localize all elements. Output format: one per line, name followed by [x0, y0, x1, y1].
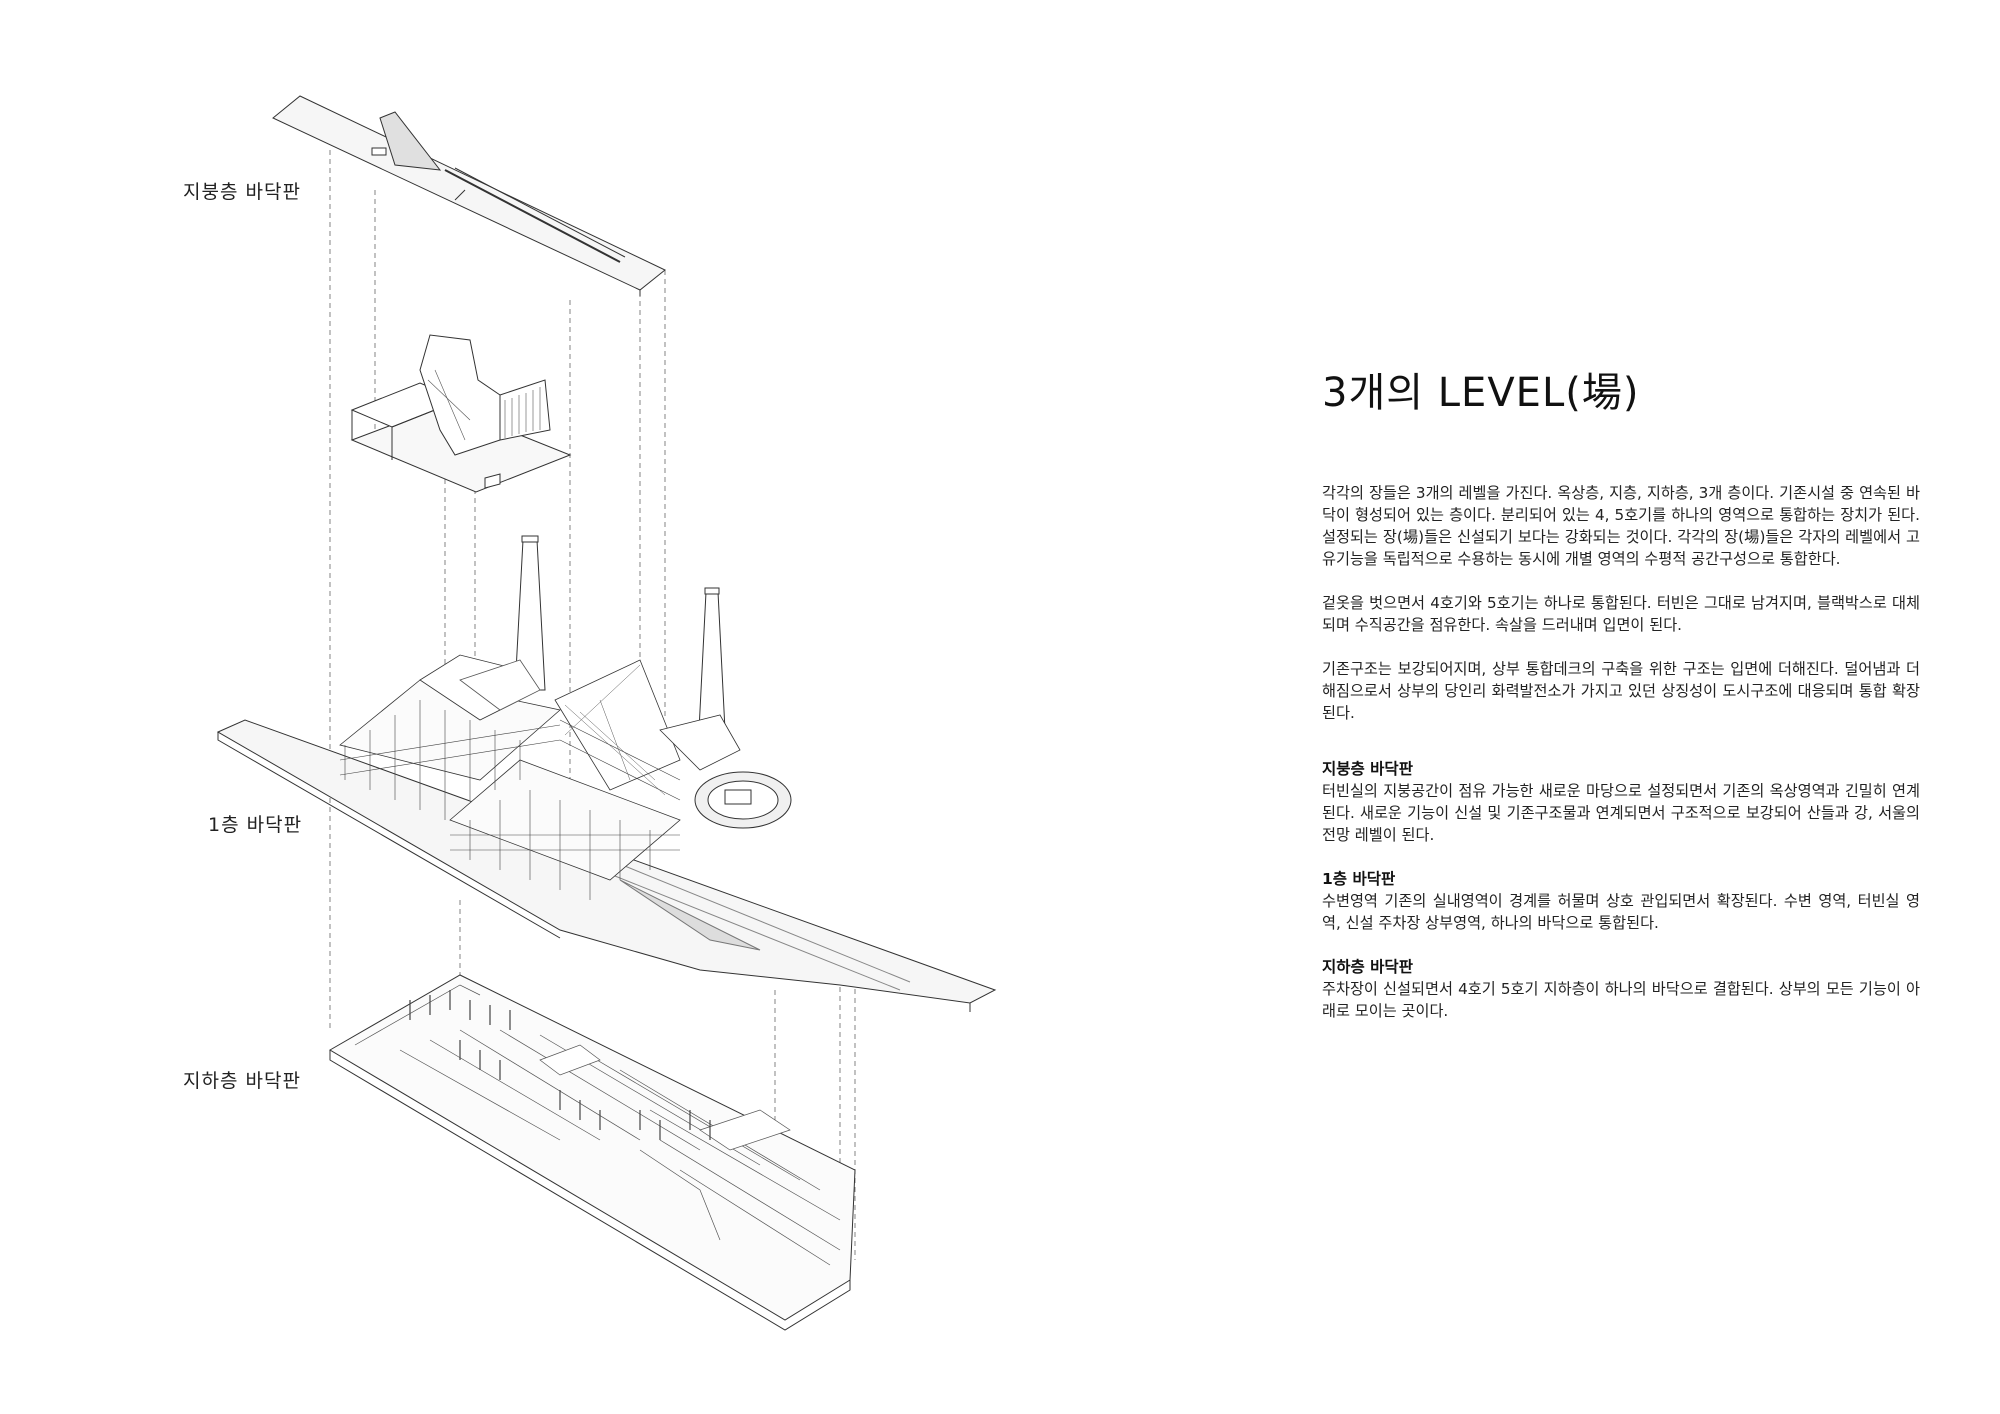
- description-panel: 3개의 LEVEL(場) 각각의 장들은 3개의 레벨을 가진다. 옥상층, 지…: [1322, 360, 1920, 1044]
- section-heading: 1층 바닥판: [1322, 870, 1396, 888]
- page-title: 3개의 LEVEL(場): [1322, 370, 1640, 416]
- intro-paragraph-2: 겉옷을 벗으면서 4호기와 5호기는 하나로 통합된다. 터빈은 그대로 남겨지…: [1322, 594, 1920, 634]
- section-heading: 지하층 바닥판: [1322, 958, 1413, 976]
- section-basement-slab: 지하층 바닥판 주차장이 신설되면서 4호기 5호기 지하층이 하나의 바닥으로…: [1322, 956, 1920, 1022]
- roof-level-label: 지붕층 바닥판: [183, 181, 301, 203]
- section-body: 터빈실의 지붕공간이 점유 가능한 새로운 마당으로 설정되면서 기존의 옥상영…: [1322, 782, 1920, 844]
- basement-slab: [329, 974, 856, 1331]
- round-plaza: [694, 771, 792, 829]
- intro-paragraph-3: 기존구조는 보강되어지며, 상부 통합데크의 구축을 위한 구조는 입면에 더해…: [1322, 660, 1920, 722]
- chimneys: [514, 535, 726, 731]
- section-body: 수변영역 기존의 실내영역이 경계를 허물며 상호 관입되면서 확장된다. 수변…: [1322, 892, 1920, 932]
- roof-slab: [272, 95, 666, 296]
- section-body: 주차장이 신설되면서 4호기 5호기 지하층이 하나의 바닥으로 결합된다. 상…: [1322, 980, 1920, 1020]
- rooftop-building: [350, 334, 572, 493]
- basement-level-label: 지하층 바닥판: [183, 1070, 301, 1092]
- axonometric-diagram: [216, 95, 997, 1331]
- intro-paragraph-1: 각각의 장들은 3개의 레벨을 가진다. 옥상층, 지층, 지하층, 3개 층이…: [1322, 484, 1920, 568]
- structure-frame: [339, 654, 741, 900]
- section-heading: 지붕층 바닥판: [1322, 760, 1413, 778]
- section-ground-slab: 1층 바닥판 수변영역 기존의 실내영역이 경계를 허물며 상호 관입되면서 확…: [1322, 868, 1920, 934]
- section-roof-slab: 지붕층 바닥판 터빈실의 지붕공간이 점유 가능한 새로운 마당으로 설정되면서…: [1322, 758, 1920, 846]
- ground-level-label: 1층 바닥판: [208, 814, 303, 836]
